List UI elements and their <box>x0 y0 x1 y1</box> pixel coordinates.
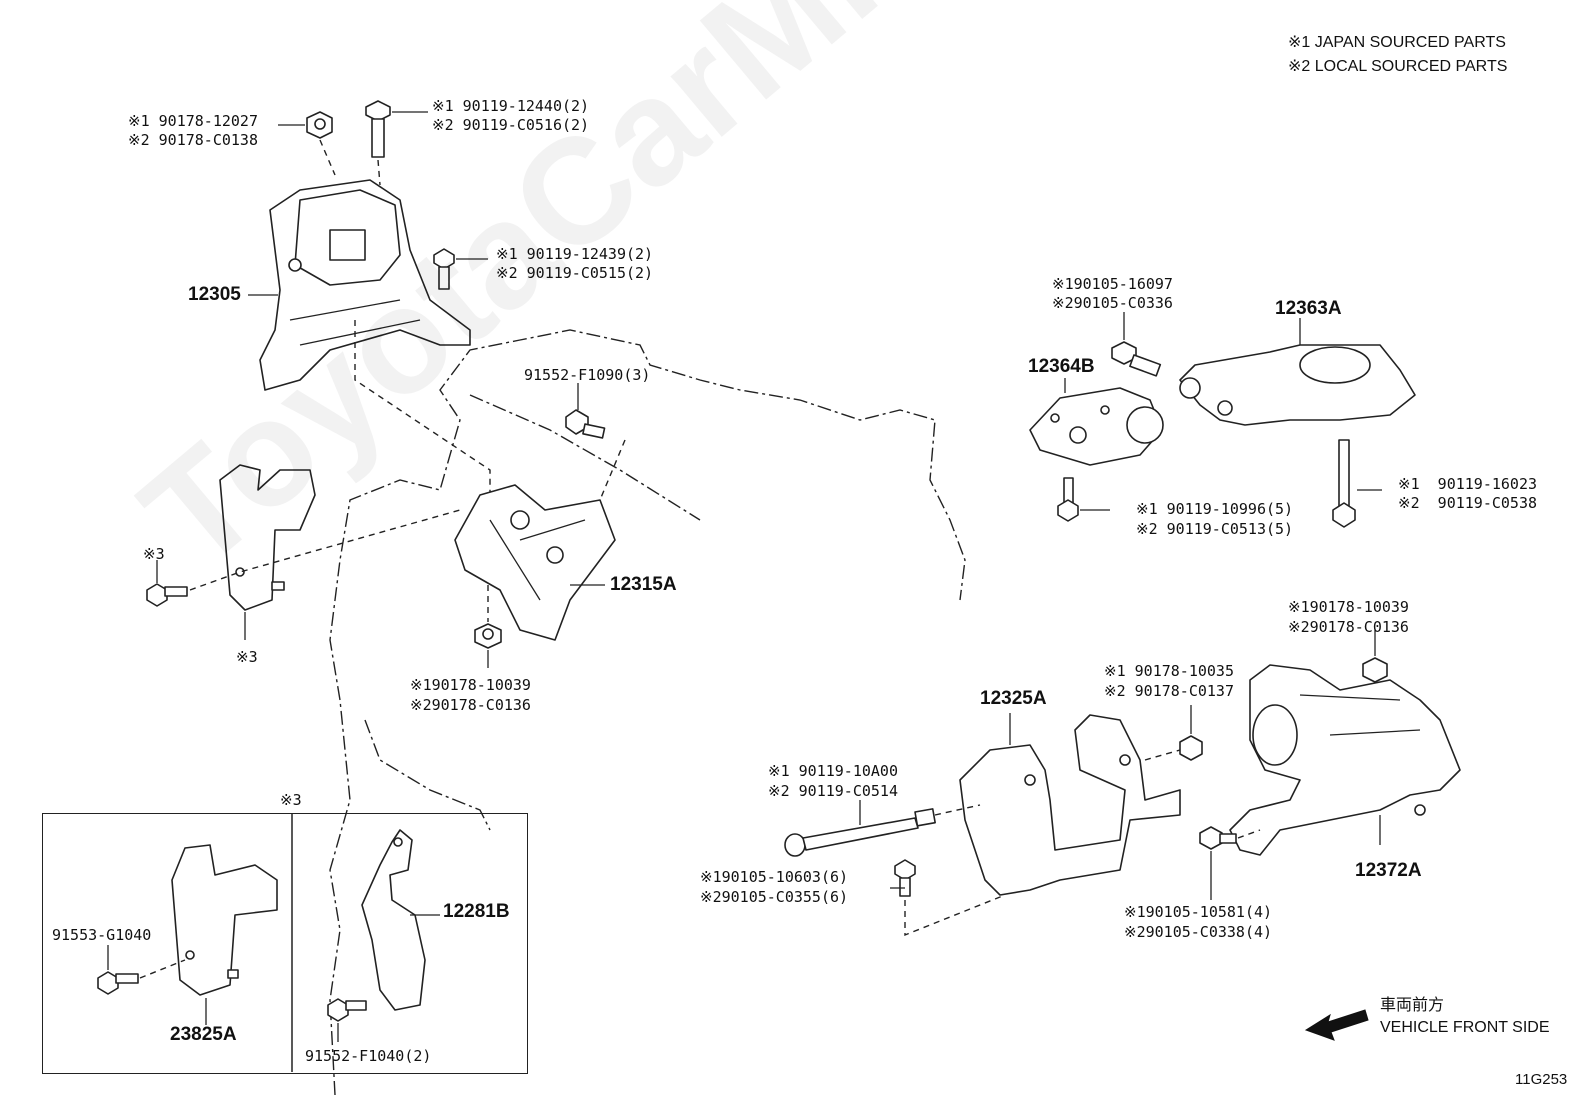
engine-inner-line <box>469 394 701 521</box>
nut-90178-10035 <box>1179 735 1203 761</box>
callout-nut-12325-2: ※2 90178-C0137 <box>1104 682 1234 700</box>
part-label-12281B: 12281B <box>443 901 510 922</box>
figure-code: 11G253 <box>1515 1071 1568 1088</box>
callout-bolt-12364-2: ※290105-C0336 <box>1052 294 1173 312</box>
nut-90178-10039-a <box>474 623 502 649</box>
callout-bolt-12325-low-2: ※290105-C0355(6) <box>700 888 849 906</box>
bolt-90105-10581 <box>1199 826 1237 850</box>
bolt-90119-16023 <box>1332 439 1356 528</box>
part-12364B-bracket <box>1029 387 1164 466</box>
bolt-mark3 <box>146 583 188 607</box>
callout-nut-12315-1: ※190178-10039 <box>410 676 531 694</box>
callout-mark3-bolt: ※3 <box>143 545 165 563</box>
callout-longbolt-1: ※1 90119-10A00 <box>768 762 898 780</box>
bolt-90105-10603 <box>894 859 916 897</box>
part-label-12315A: 12315A <box>610 574 677 595</box>
callout-nut-12372-1: ※190178-10039 <box>1288 598 1409 616</box>
inset-box-mark3 <box>42 813 528 1074</box>
part-label-12325A: 12325A <box>980 688 1047 709</box>
vehicle-front-arrow <box>1304 1009 1369 1041</box>
callout-inset-mark: ※3 <box>280 791 302 809</box>
part-label-12372A: 12372A <box>1355 860 1422 881</box>
direction-label-jp: 車両前方 <box>1380 995 1445 1014</box>
callout-bolt-12325-low-1: ※190105-10603(6) <box>700 868 849 886</box>
part-label-23825A: 23825A <box>170 1024 237 1045</box>
direction-label-en: VEHICLE FRONT SIDE <box>1380 1019 1550 1036</box>
callout-bolt-12364-low-2: ※2 90119-C0513(5) <box>1136 520 1294 538</box>
part-12305-mount <box>259 179 471 391</box>
bolt-90119-12439 <box>433 248 455 290</box>
callout-inset-bolt-left: 91553-G1040 <box>52 926 152 944</box>
bolt-90105-16097 <box>1111 341 1162 377</box>
engine-lower-line <box>364 719 491 831</box>
callout-nut-12325-1: ※1 90178-10035 <box>1104 662 1234 680</box>
part-23825A-bracket <box>171 844 278 996</box>
callout-mark3-bracket: ※3 <box>236 648 258 666</box>
callout-nut-top-2: ※2 90178-C0138 <box>128 131 258 149</box>
part-label-12364B: 12364B <box>1028 356 1095 377</box>
bolt-91552-F1040 <box>327 998 367 1022</box>
bolt-90119-10996 <box>1057 477 1079 522</box>
part-12363A-torque-rod <box>1179 344 1416 426</box>
legend-japan: ※1 JAPAN SOURCED PARTS <box>1288 34 1506 51</box>
part-label-12305: 12305 <box>188 284 241 305</box>
part-12281B-bracket <box>361 829 426 1011</box>
callout-bolt-12364-low-1: ※1 90119-10996(5) <box>1136 500 1294 518</box>
bolt-91553-G1040 <box>97 971 139 995</box>
callout-bolt-mid-2: ※2 90119-C0515(2) <box>496 264 654 282</box>
bolt-90119-10A00 <box>784 808 936 857</box>
legend-local: ※2 LOCAL SOURCED PARTS <box>1288 58 1508 75</box>
callout-bolt-12372-low-1: ※190105-10581(4) <box>1124 903 1273 921</box>
part-12325A-bracket <box>959 714 1181 896</box>
callout-nut-12315-2: ※290178-C0136 <box>410 696 531 714</box>
callout-bolt-top-1: ※1 90119-12440(2) <box>432 97 590 115</box>
callout-inset-bolt-right: 91552-F1040(2) <box>305 1047 432 1065</box>
callout-bolt-12372-low-2: ※290105-C0338(4) <box>1124 923 1273 941</box>
part-12372A-mount <box>1229 664 1461 856</box>
bolt-90119-12440 <box>365 100 391 158</box>
engine-outline <box>329 329 966 1096</box>
bolt-91552-F1090 <box>565 409 606 439</box>
callout-longbolt-2: ※2 90119-C0514 <box>768 782 898 800</box>
callout-bolt-91552-F1090: 91552-F1090(3) <box>524 366 651 384</box>
part-12315A-bracket <box>454 484 616 641</box>
callout-bolt-mid-1: ※1 90119-12439(2) <box>496 245 654 263</box>
nut-90178-12027 <box>306 111 333 139</box>
callout-bolt-12364-1: ※190105-16097 <box>1052 275 1173 293</box>
callout-bolt-top-2: ※2 90119-C0516(2) <box>432 116 590 134</box>
nut-90178-10039-b <box>1362 657 1388 683</box>
callout-bolt-12363-2: ※2 90119-C0538 <box>1398 494 1537 512</box>
part-label-12363A: 12363A <box>1275 298 1342 319</box>
callout-nut-12372-2: ※290178-C0136 <box>1288 618 1409 636</box>
part-mark3-bracket <box>219 464 316 611</box>
callout-bolt-12363-1: ※1 90119-16023 <box>1398 475 1537 493</box>
callout-nut-top-1: ※1 90178-12027 <box>128 112 258 130</box>
